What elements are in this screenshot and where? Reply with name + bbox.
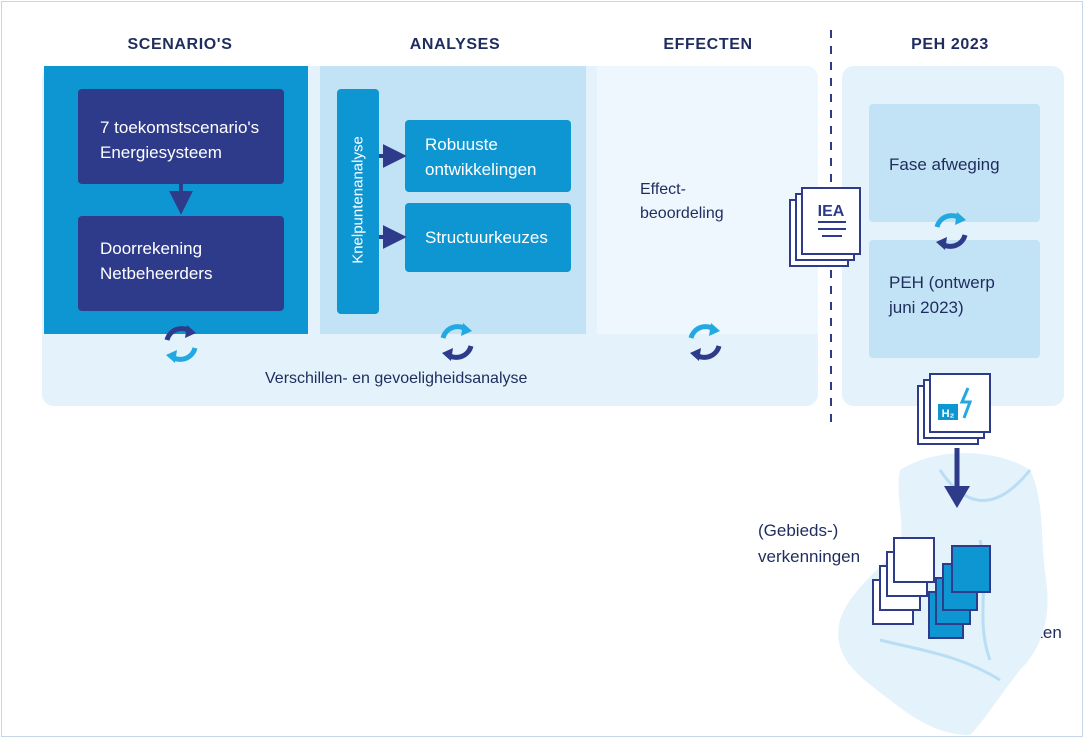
- effecten-panel: [597, 66, 818, 334]
- h2-document-stack-icon: H₂: [917, 373, 991, 445]
- peh-box-ontwerp-label: PEH (ontwerp juni 2023): [889, 273, 995, 317]
- scenario-box-toekomst: 7 toekomstscenario's Energiesysteem: [78, 89, 284, 184]
- peh-box-fase: Fase afweging: [869, 104, 1040, 222]
- analyses-box-robuust: Robuuste ontwikkelingen: [405, 120, 571, 192]
- scenario-box-doorrekening: Doorrekening Netbeheerders: [78, 216, 284, 311]
- knelpunten-bar: [337, 89, 379, 314]
- bottom-band-label: Verschillen- en gevoeligheidsanalyse: [265, 370, 528, 387]
- header-peh: PEH 2023: [911, 36, 989, 53]
- peh-box-ontwerp: PEH (ontwerp juni 2023): [869, 240, 1040, 358]
- analyses-box-structuur-label: Structuurkeuzes: [425, 228, 548, 247]
- effect-beoordeling-label: Effect- beoordeling: [640, 181, 724, 222]
- verkenningen-document-stack-icon: [872, 537, 935, 625]
- header-analyses: ANALYSES: [409, 36, 501, 53]
- h2-doc-label: H₂: [942, 408, 955, 420]
- down-arrow-icon: [944, 448, 970, 508]
- scenario-box-doorrekening-label: Doorrekening Netbeheerders: [100, 239, 213, 283]
- header-effecten: EFFECTEN: [663, 36, 753, 53]
- refresh-cycle-icon: [164, 325, 198, 363]
- refresh-cycle-icon: [688, 323, 722, 361]
- scenario-box-toekomst-label: 7 toekomstscenario's Energiesysteem: [100, 118, 260, 162]
- iea-doc-label: IEA: [818, 203, 845, 220]
- refresh-cycle-icon: [934, 212, 968, 250]
- analyses-box-robuust-label: Robuuste ontwikkelingen: [425, 135, 537, 179]
- peh-box-fase-label: Fase afweging: [889, 155, 1000, 174]
- refresh-cycle-icon: [440, 323, 474, 361]
- gebieds-label: (Gebieds-) verkenningen: [758, 521, 861, 566]
- projecten-document-stack-icon: [928, 545, 991, 639]
- header-scenarios: SCENARIO'S: [127, 36, 233, 53]
- iea-document-stack-icon: IEA: [789, 187, 861, 267]
- analyses-box-structuur: Structuurkeuzes: [405, 203, 571, 272]
